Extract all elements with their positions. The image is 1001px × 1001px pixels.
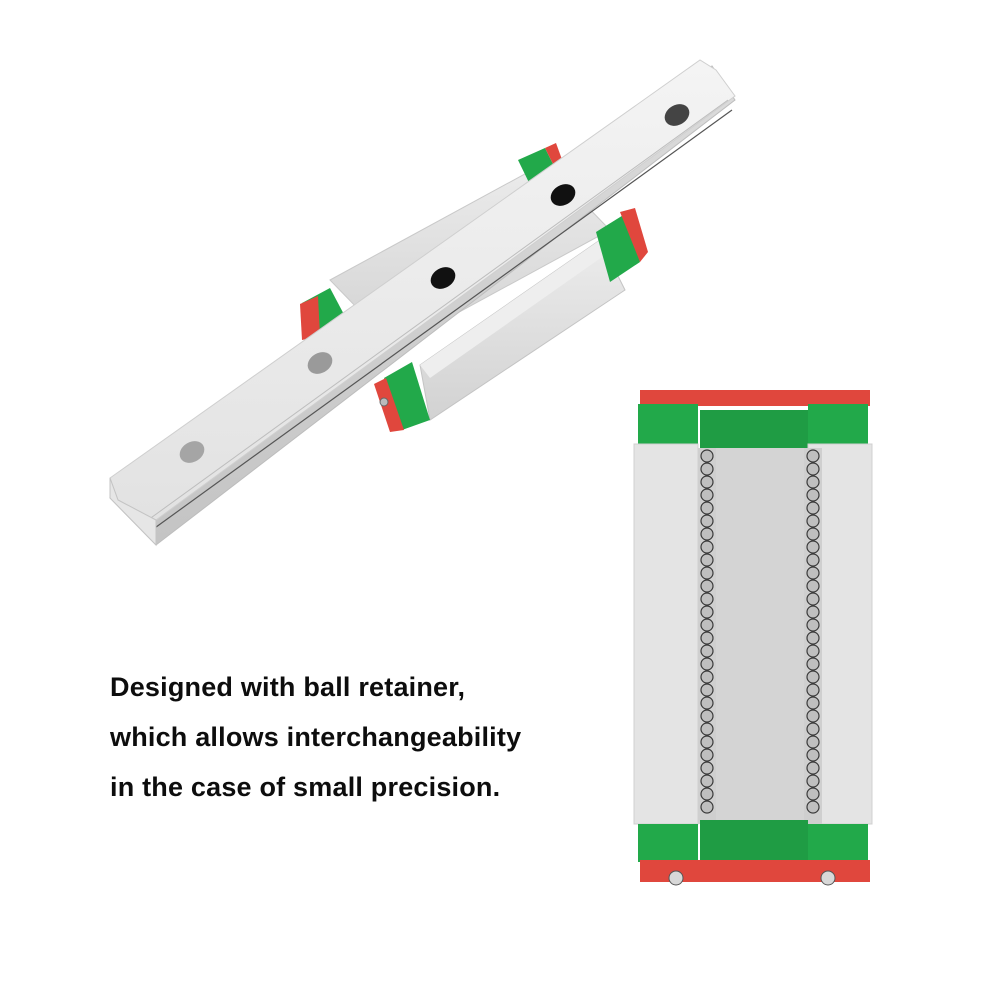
ball-bearing: [700, 618, 714, 632]
ball-bearing: [700, 696, 714, 710]
ball-bearing: [700, 787, 714, 801]
ball-bearing: [806, 748, 820, 762]
ball-bearing: [700, 462, 714, 476]
ball-bearing: [700, 722, 714, 736]
ball-bearing: [806, 800, 820, 814]
ball-bearing: [700, 514, 714, 528]
ball-bearing: [806, 670, 820, 684]
ball-bearing: [700, 657, 714, 671]
ball-bearing: [806, 553, 820, 567]
ball-bearing: [700, 800, 714, 814]
ball-bearing: [700, 566, 714, 580]
screw-icon: [668, 870, 684, 886]
ball-bearing: [700, 644, 714, 658]
ball-bearing: [806, 618, 820, 632]
ball-bearing: [806, 475, 820, 489]
ball-bearing: [700, 683, 714, 697]
ball-bearing: [806, 774, 820, 788]
ball-bearing: [700, 553, 714, 567]
ball-bearing: [806, 696, 820, 710]
ball-bearing: [700, 709, 714, 723]
ball-bearing: [700, 540, 714, 554]
ball-bearing: [806, 579, 820, 593]
ball-bearing: [806, 592, 820, 606]
mounting-hole: [430, 267, 456, 289]
ball-bearing: [806, 566, 820, 580]
caption-line-2: which allows interchangeability: [110, 722, 522, 752]
ball-bearing: [806, 501, 820, 515]
ball-bearing: [700, 501, 714, 515]
mounting-hole: [307, 352, 333, 374]
ball-bearing: [806, 540, 820, 554]
guide-rail: [109, 59, 736, 547]
ball-bearing: [806, 709, 820, 723]
mounting-hole: [550, 184, 576, 206]
ball-bearing: [806, 527, 820, 541]
ball-bearing: [700, 774, 714, 788]
ball-bearing: [806, 761, 820, 775]
ball-bearing: [806, 488, 820, 502]
ball-bearing: [700, 592, 714, 606]
caption-line-1: Designed with ball retainer,: [110, 672, 466, 702]
carriage-block-front: [374, 208, 648, 432]
ball-bearing: [806, 722, 820, 736]
mounting-hole: [664, 104, 690, 126]
ball-bearing: [700, 488, 714, 502]
ball-bearing: [700, 475, 714, 489]
ball-bearing: [806, 462, 820, 476]
screw-icon: [820, 870, 836, 886]
ball-bearing: [700, 605, 714, 619]
caption-line-3: in the case of small precision.: [110, 772, 501, 802]
ball-bearing: [806, 787, 820, 801]
feature-caption: Designed with ball retainer, which allow…: [110, 662, 521, 812]
ball-bearing: [700, 735, 714, 749]
ball-bearing: [806, 735, 820, 749]
screw-icon: [379, 397, 389, 407]
ball-bearing: [700, 761, 714, 775]
ball-bearing: [700, 631, 714, 645]
ball-bearing: [806, 449, 820, 463]
ball-bearing: [700, 748, 714, 762]
ball-bearing: [806, 683, 820, 697]
ball-bearing: [700, 527, 714, 541]
ball-bearing: [700, 449, 714, 463]
ball-bearing: [806, 644, 820, 658]
ball-bearing: [806, 657, 820, 671]
mounting-hole: [179, 441, 205, 463]
ball-bearing: [806, 631, 820, 645]
ball-bearing: [806, 605, 820, 619]
ball-bearing: [806, 514, 820, 528]
ball-bearing: [700, 670, 714, 684]
ball-bearing: [700, 579, 714, 593]
